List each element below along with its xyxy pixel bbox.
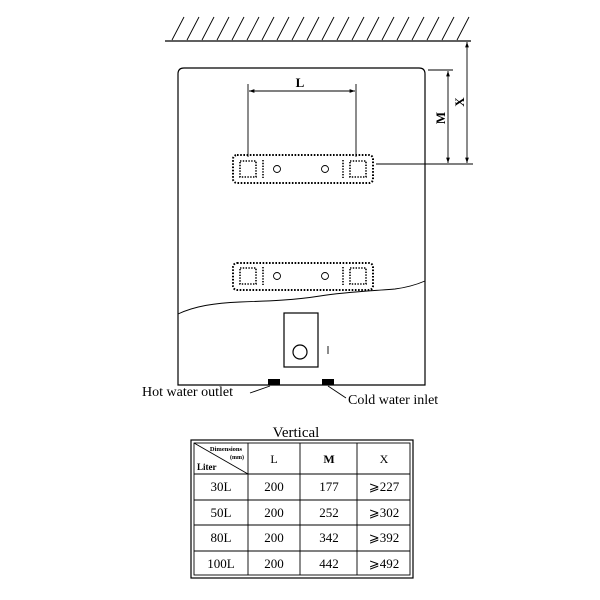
bracket-outline [232,154,374,184]
hot-water-outlet-label: Hot water outlet [142,385,233,400]
wall-hatch-line [216,16,230,41]
corner-diagonal [193,442,249,475]
wall-hatch-line [291,16,305,41]
wall-hatch-line [171,16,185,41]
heater-body [177,67,426,386]
corner-liter-label: Liter [197,462,217,472]
cold-water-pipe [322,379,334,385]
cell-liter: 30L [211,479,232,494]
wall-hatch-line [186,16,200,41]
hot-water-leader-line [249,385,271,394]
cell-x: ⩾227 [369,479,400,494]
wall-hatching [171,16,470,41]
bracket-left-hole [273,165,281,173]
wall-hatch-line [261,16,275,41]
wall-hatch-line [306,16,320,41]
cell-m: 252 [319,505,339,520]
wall-hatch-line [411,16,425,41]
column-header-x: X [380,452,389,466]
dimension-m-label: M [433,112,448,124]
wall-hatch-line [276,16,290,41]
dimension-l-label: L [296,75,305,90]
wall-hatch-line [426,16,440,41]
cell-m: 442 [319,556,339,571]
wall-hatch-line [351,16,365,41]
dimension-x-label: X [452,97,467,107]
cell-l: 200 [264,505,284,520]
table-title: Vertical [273,425,320,441]
table-inner-border [193,442,411,576]
wall-hatch-line [381,16,395,41]
cell-liter: 80L [211,530,232,545]
wall-hatch-line [441,16,455,41]
table-row: 50L 200 252 ⩾302 [211,505,400,520]
cell-m: 177 [319,479,339,494]
bracket-right-hole [321,165,329,173]
wall-hatch-line [336,16,350,41]
column-header-l: L [270,452,277,466]
cell-l: 200 [264,479,284,494]
corner-unit-label: (mm) [230,454,244,461]
bracket-right-slot [349,160,367,178]
dimensions-table: Dimensions (mm) Liter L M X 30L 200 177 … [190,439,414,579]
column-header-m: M [323,452,334,466]
bracket-left-hole [273,272,281,280]
cell-x: ⩾492 [369,556,399,571]
cell-liter: 100L [207,556,235,571]
wall [165,16,471,42]
table-row: 30L 200 177 ⩾227 [211,479,400,494]
cold-water-leader-line [327,385,347,399]
thermostat-knob-icon [292,344,308,360]
cell-x: ⩾392 [369,530,399,545]
cell-l: 200 [264,530,284,545]
control-panel [283,312,329,368]
control-panel-frame [283,312,319,368]
cold-water-inlet-label: Cold water inlet [348,393,438,408]
wall-hatch-line [321,16,335,41]
corner-dimensions-label: Dimensions [210,446,243,453]
table-outer-border [190,439,414,579]
wall-hatch-line [366,16,380,41]
cell-m: 342 [319,530,339,545]
table-row: 80L 200 342 ⩾392 [211,530,400,545]
cell-l: 200 [264,556,284,571]
table-row: 100L 200 442 ⩾492 [207,556,399,571]
bracket-right-slot [349,267,367,285]
upper-mounting-bracket [232,154,374,184]
cover-cut-line [177,280,426,315]
hot-water-pipe [268,379,280,385]
wall-hatch-line [396,16,410,41]
bracket-outline [232,262,374,291]
bracket-left-slot [239,267,257,285]
dimension-m-x: M X [376,42,473,165]
bracket-left-slot [239,160,257,178]
cell-liter: 50L [211,505,232,520]
bracket-right-hole [321,272,329,280]
wall-hatch-line [201,16,215,41]
wall-hatch-line [246,16,260,41]
dimension-l: L [247,75,357,157]
wall-hatch-line [456,16,470,41]
lower-mounting-bracket [232,262,374,291]
cell-x: ⩾302 [369,505,399,520]
wall-hatch-line [231,16,245,41]
